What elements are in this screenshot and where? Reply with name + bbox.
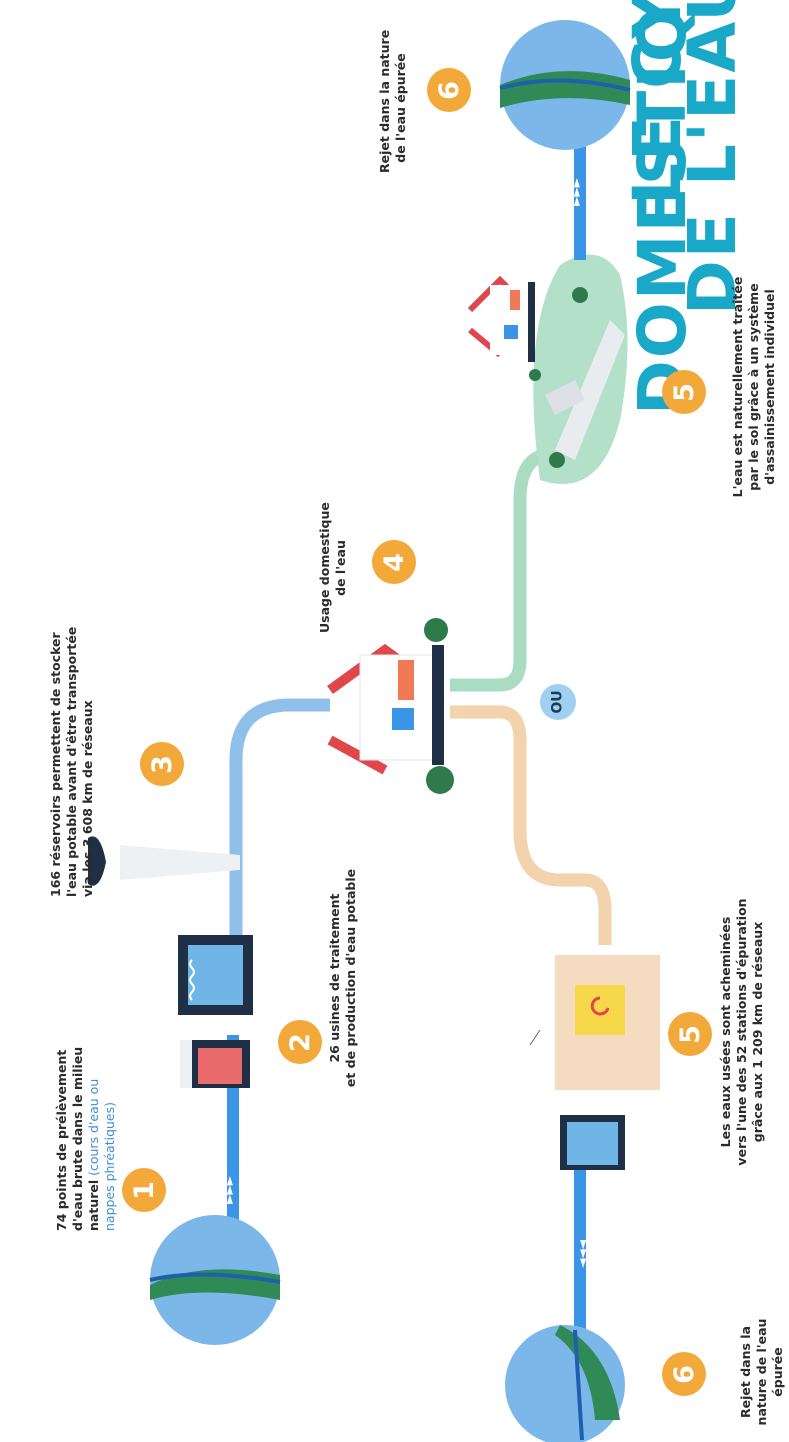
- step-label-5-station: Les eaux usées sont acheminées vers l'un…: [718, 898, 765, 1166]
- step-label-2: 26 usines de traitement et de production…: [327, 868, 358, 1088]
- septic-house-icon: [467, 275, 535, 362]
- step-label-6-top: Rejet dans la nature de l'eau épurée: [377, 29, 408, 173]
- house-icon: [327, 618, 454, 794]
- step-badge-2: 2: [278, 1020, 322, 1064]
- step-label-4: Usage domestique de l'eau: [317, 502, 348, 633]
- intake-pipe: [227, 1035, 239, 1275]
- step-label-1: 74 points de prélèvement d'eau brute dan…: [54, 1046, 117, 1231]
- reservoir-tower: [88, 836, 240, 886]
- river-circle-right: [499, 20, 631, 150]
- step-label-3: 166 réservoirs permettent de stocker l'e…: [48, 626, 95, 897]
- outflow-pipe-bottom: [574, 1170, 586, 1330]
- step-label-5-septic: L'eau est naturellement traitée par le s…: [730, 276, 777, 498]
- step-badge-6-bottom: 6: [662, 1352, 706, 1396]
- step-badge-5-station: 5: [668, 1012, 712, 1056]
- step-badge-6-top: 6: [427, 68, 471, 112]
- river-circle-bottom: [505, 1325, 625, 1442]
- intake-flow-arrows: ►►►: [222, 1175, 236, 1203]
- step-badge-1: 1: [122, 1168, 166, 1212]
- river-circle-top: [149, 1215, 281, 1345]
- wastewater-station-icon: [529, 955, 660, 1170]
- step-label-6-bottom: Rejet dans la nature de l'eau épurée: [738, 1318, 785, 1426]
- potable-pipe: [229, 698, 330, 950]
- septic-pipe: [450, 448, 547, 692]
- treatment-plant-icon: [178, 935, 253, 1088]
- septic-field-icon: [529, 254, 628, 484]
- step-badge-3: 3: [140, 742, 184, 786]
- step-badge-5-septic: 5: [662, 370, 706, 414]
- step-badge-4: 4: [372, 540, 416, 584]
- wastewater-pipe: [450, 705, 612, 945]
- outflow-pipe-top: [574, 145, 586, 260]
- outflow-arrows-bottom: ►►►: [577, 1240, 591, 1268]
- or-badge: OU: [540, 684, 576, 720]
- outflow-arrows-top: ►►►: [569, 177, 583, 205]
